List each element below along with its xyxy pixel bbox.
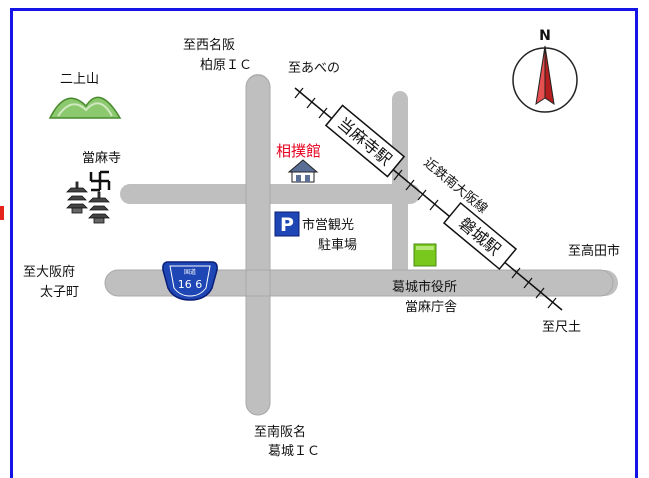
edge-marker — [0, 206, 4, 220]
route-shield-small-label: 国道 — [184, 268, 196, 276]
direction-minamihanna-line1: 至南阪名 — [254, 424, 306, 440]
mountain-icon — [48, 96, 122, 119]
north-label: N — [539, 28, 551, 44]
parking-mark: P — [280, 214, 294, 236]
city-hall-label-line2: 當麻庁舎 — [405, 300, 457, 315]
compass-icon: N — [512, 28, 578, 113]
direction-nishimeihan-line1: 至西名阪 — [183, 37, 235, 53]
parking-label-line1: 市営観光 — [302, 217, 354, 233]
city-hall-marker[interactable] — [413, 243, 437, 267]
direction-osakafu-line2: 太子町 — [40, 285, 79, 300]
direction-nishimeihan-line2: 柏原ＩＣ — [200, 58, 252, 73]
city-hall-label-line1: 葛城市役所 — [392, 279, 457, 295]
route-166-shield[interactable]: 国道 16 6 — [162, 261, 218, 301]
parking-icon[interactable]: P — [274, 211, 300, 237]
direction-abeno: 至あべの — [288, 61, 340, 76]
pagoda-icon — [66, 181, 110, 224]
map-frame — [10, 8, 638, 478]
route-number-label: 16 6 — [178, 278, 203, 291]
direction-shakudo: 至尺土 — [542, 320, 581, 335]
direction-osakafu-line1: 至大阪府 — [23, 265, 75, 280]
building-icon[interactable] — [287, 159, 319, 183]
manji-icon — [89, 170, 111, 192]
direction-takada: 至高田市 — [568, 243, 620, 259]
temple-label: 當麻寺 — [82, 151, 121, 166]
direction-minamihanna-line2: 葛城ＩＣ — [268, 444, 320, 459]
mountain-label: 二上山 — [60, 72, 99, 87]
railway-line-label: 近鉄南大阪線 — [420, 155, 490, 217]
parking-label-line2: 駐車場 — [318, 238, 357, 253]
sumo-hall-label: 相撲館 — [276, 142, 321, 160]
